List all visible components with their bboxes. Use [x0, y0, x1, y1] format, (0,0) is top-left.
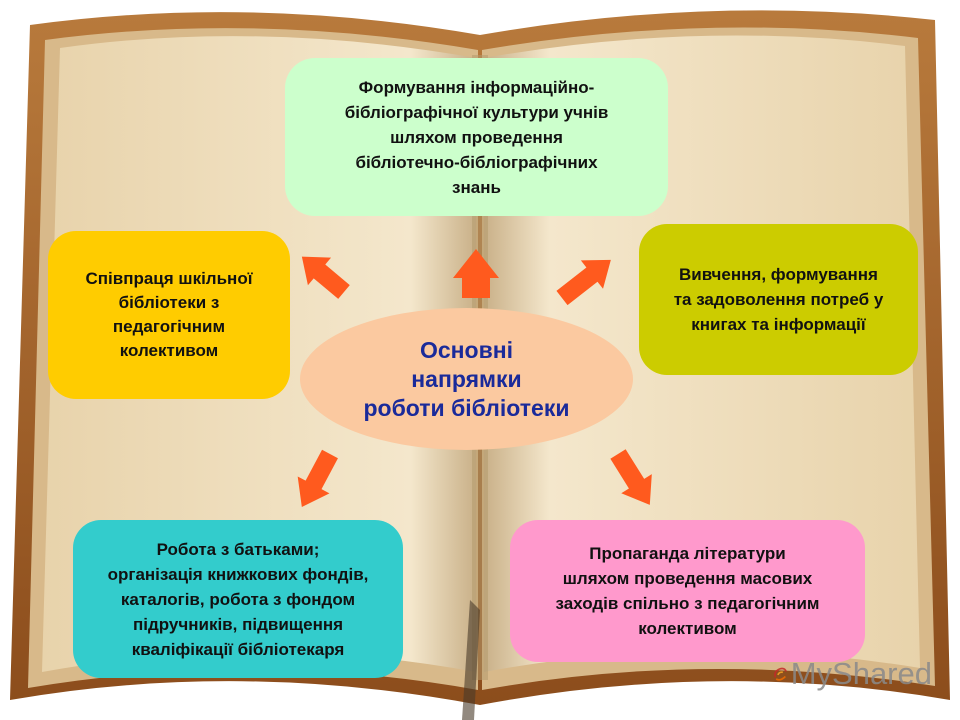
- direction-box-reader-needs: Вивчення, формування та задоволення потр…: [639, 224, 918, 375]
- central-ellipse-text: Основні напрямки роботи бібліотеки: [363, 336, 570, 421]
- central-ellipse: Основні напрямки роботи бібліотеки: [300, 308, 633, 450]
- direction-box-information-culture: Формування інформаційно- бібліографічної…: [285, 58, 668, 216]
- direction-box-reader-needs-text: Вивчення, формування та задоволення потр…: [673, 265, 884, 334]
- direction-box-literature-promotion: Пропаганда літератури шляхом проведення …: [510, 520, 865, 662]
- direction-box-literature-promotion-text: Пропаганда літератури шляхом проведення …: [555, 544, 820, 638]
- myshared-logo-icon: [774, 667, 787, 681]
- direction-box-parents-funds-text: Робота з батьками; організація книжкових…: [107, 539, 369, 659]
- watermark-text: MyShared: [790, 656, 932, 691]
- direction-box-parents-funds: Робота з батьками; організація книжкових…: [73, 520, 403, 678]
- myshared-watermark: MyShared: [772, 652, 932, 696]
- direction-box-cooperation: Співпраця шкільної бібліотеки з педагогі…: [48, 231, 290, 399]
- direction-box-cooperation-text: Співпраця шкільної бібліотеки з педагогі…: [85, 269, 253, 360]
- direction-box-information-culture-text: Формування інформаційно- бібліографічної…: [344, 77, 609, 197]
